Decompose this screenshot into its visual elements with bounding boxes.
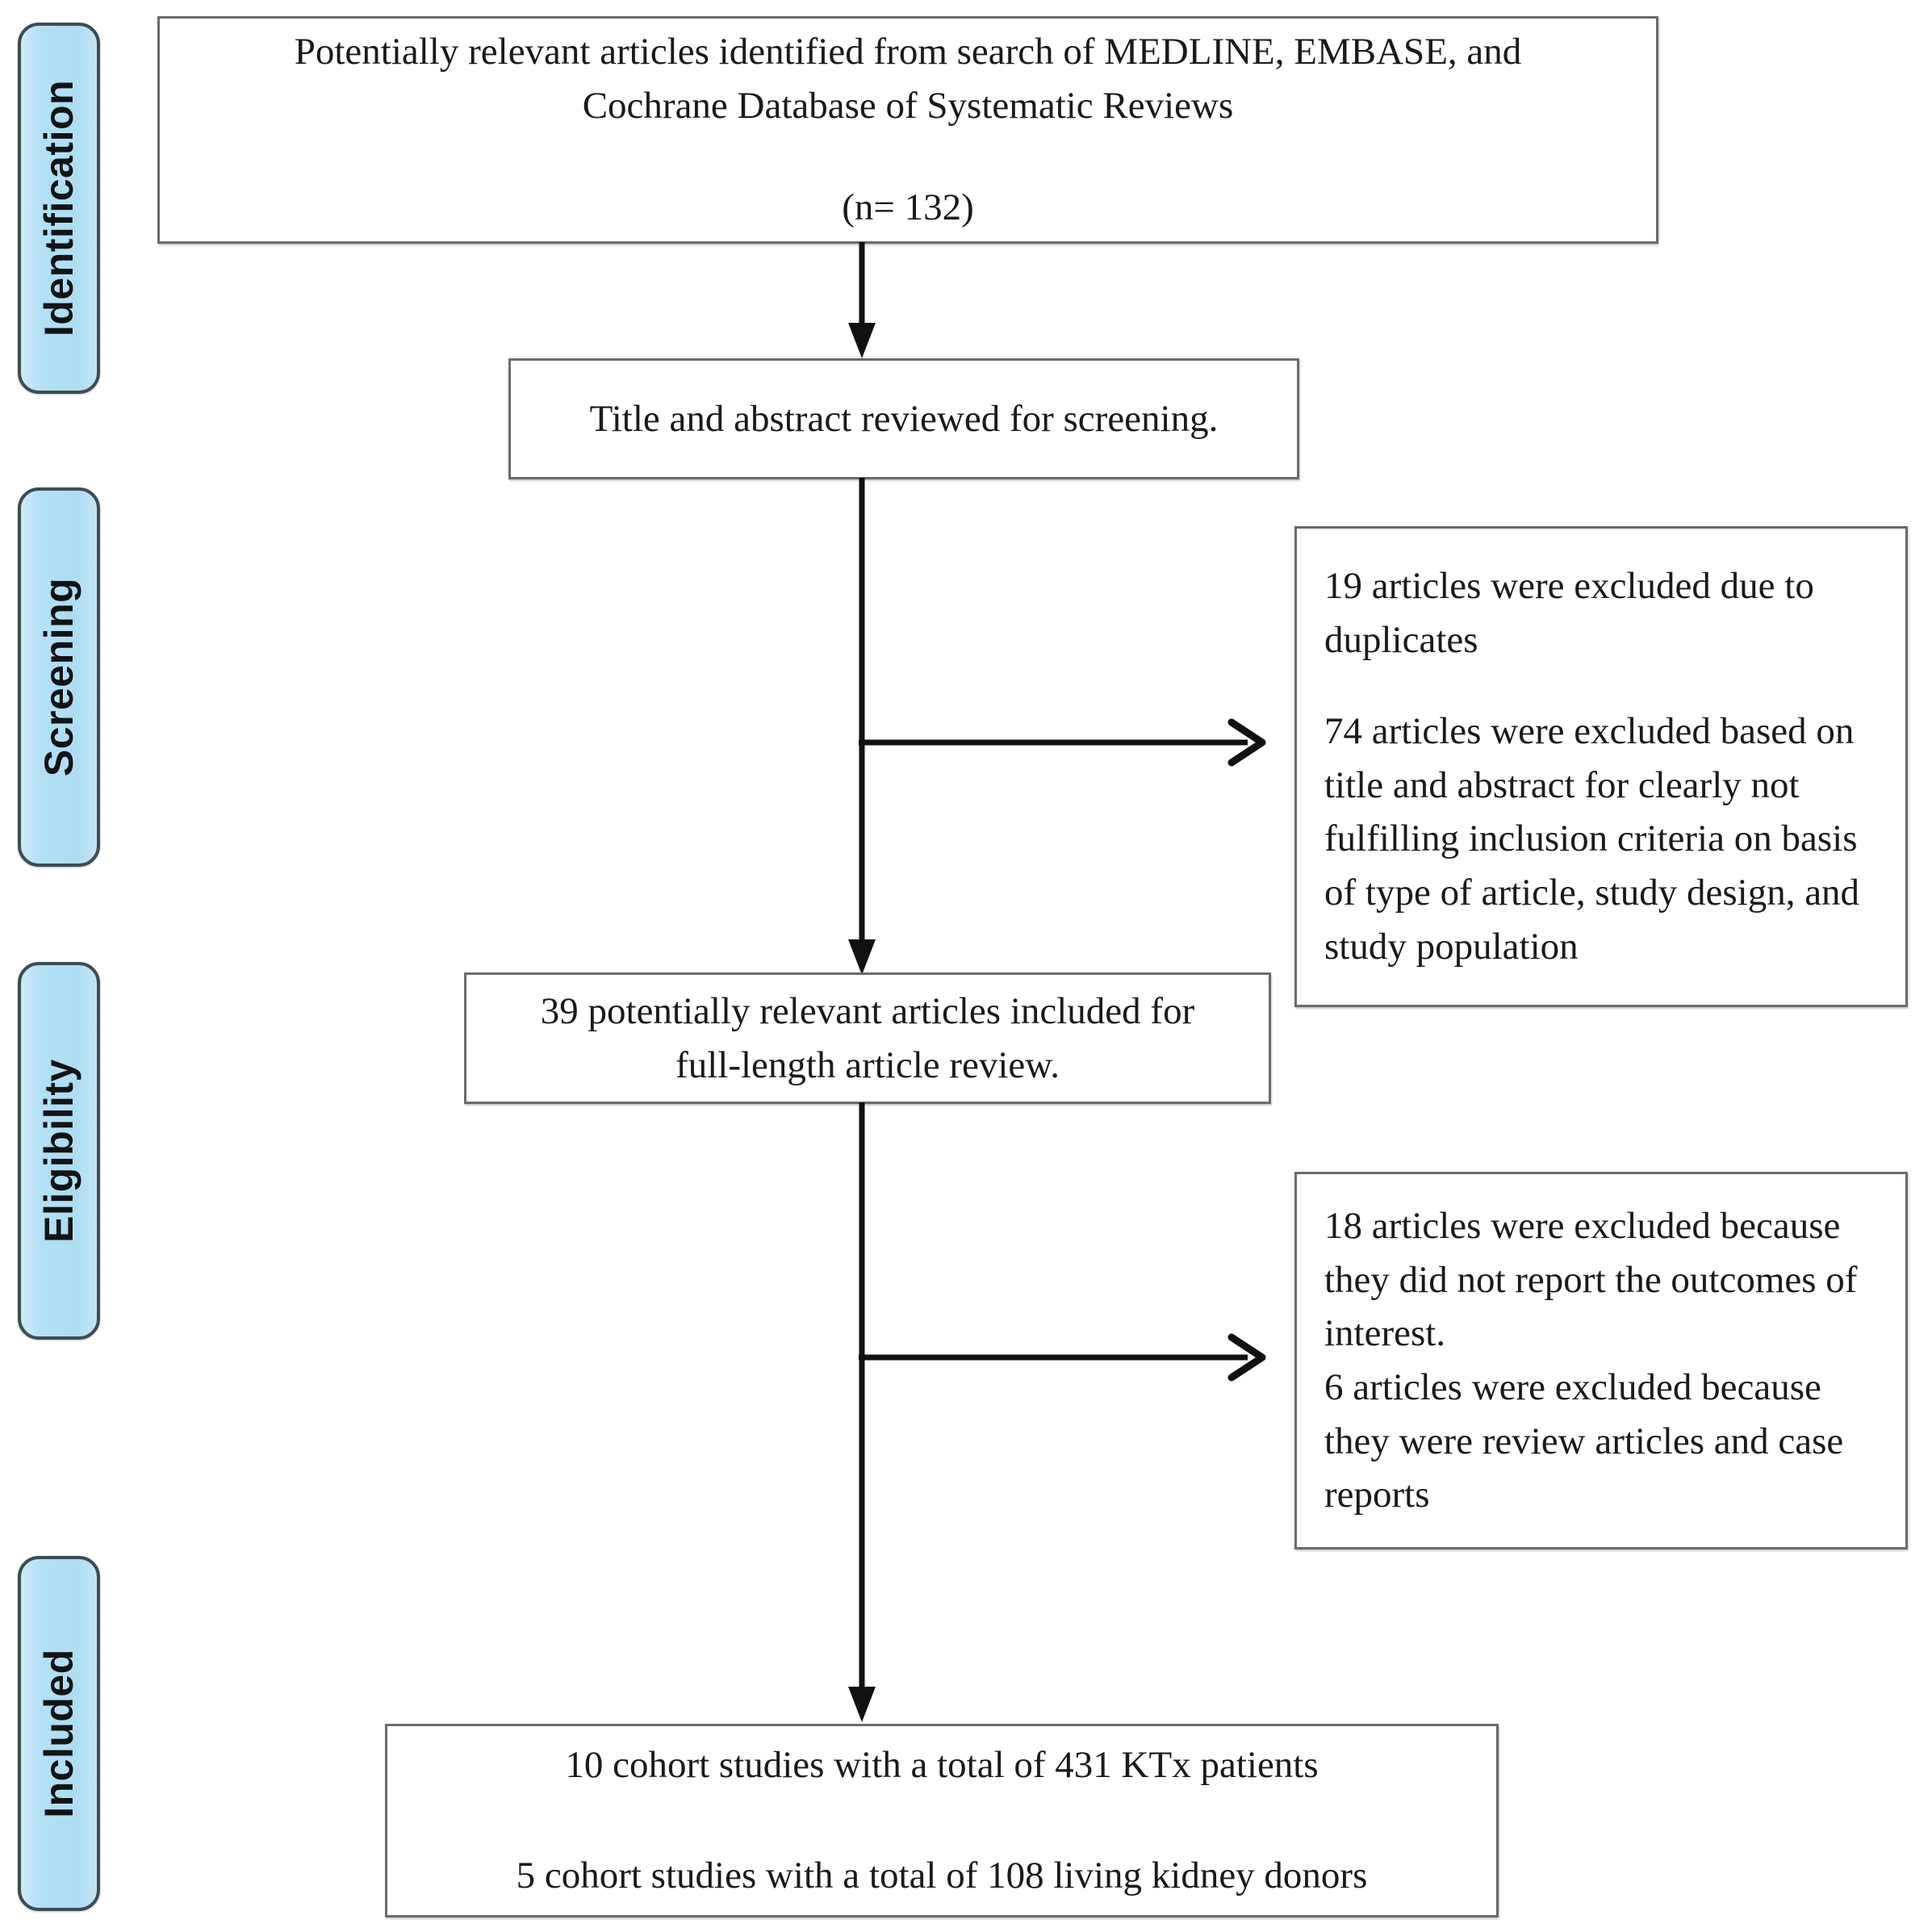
- box-title-abstract-screened-line1: Title and abstract reviewed for screenin…: [589, 397, 1219, 440]
- box-studies-included-line2: 5 cohort studies with a total of 108 liv…: [516, 1855, 1368, 1896]
- box-records-identified-line1: Potentially relevant articles identified…: [294, 30, 1522, 73]
- box-records-identified-line2: Cochrane Database of Systematic Reviews: [582, 84, 1234, 127]
- arrow-screened-to-fulltext: [846, 478, 878, 976]
- box-records-identified-count: (n= 132): [842, 186, 974, 229]
- box-title-abstract-screened: Title and abstract reviewed for screenin…: [508, 358, 1299, 479]
- stage-label-identification-text: Identification: [36, 79, 82, 337]
- box-full-text-assessed: 39 potentially relevant articles include…: [464, 972, 1271, 1104]
- box-excluded-eligibility: 18 articles were excluded because they d…: [1294, 1172, 1908, 1549]
- stage-label-identification: Identification: [18, 23, 100, 394]
- box-full-text-assessed-line1: 39 potentially relevant articles include…: [540, 989, 1195, 1032]
- box-excluded-eligibility-line1: 18 articles were excluded because they d…: [1324, 1204, 1858, 1355]
- box-studies-included: 10 cohort studies with a total of 431 KT…: [385, 1724, 1499, 1917]
- stage-label-eligibility: Eligibility: [18, 962, 100, 1340]
- arrow-identified-to-screened: [846, 242, 878, 360]
- arrow-fulltext-to-included: [846, 1102, 878, 1724]
- box-excluded-screening: 19 articles were excluded due to duplica…: [1294, 526, 1908, 1007]
- stage-label-included: Included: [18, 1556, 100, 1911]
- box-excluded-eligibility-line2: 6 articles were excluded because they we…: [1324, 1366, 1844, 1516]
- arrow-screened-to-excluded-screening: [859, 710, 1278, 775]
- stage-label-eligibility-text: Eligibility: [36, 1059, 82, 1243]
- box-excluded-screening-line2: 74 articles were excluded based on title…: [1324, 709, 1860, 968]
- box-records-identified: Potentially relevant articles identified…: [157, 16, 1658, 244]
- box-excluded-screening-line1: 19 articles were excluded due to duplica…: [1324, 565, 1814, 662]
- arrow-fulltext-to-excluded-eligibility: [859, 1325, 1278, 1390]
- stage-label-included-text: Included: [36, 1649, 82, 1818]
- stage-label-screening-text: Screening: [36, 577, 82, 777]
- box-full-text-assessed-line2: full-length article review.: [675, 1043, 1060, 1086]
- stage-label-screening: Screening: [18, 487, 100, 867]
- box-studies-included-line1: 10 cohort studies with a total of 431 KT…: [565, 1744, 1319, 1787]
